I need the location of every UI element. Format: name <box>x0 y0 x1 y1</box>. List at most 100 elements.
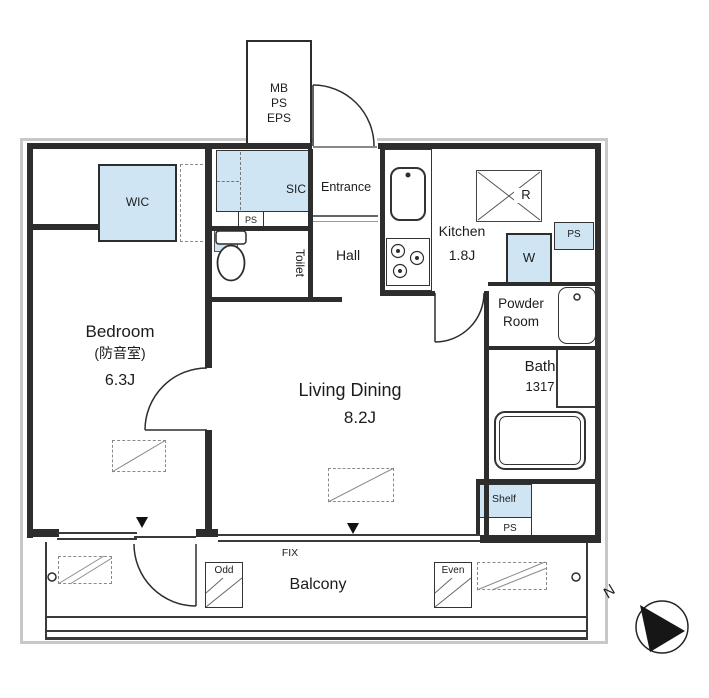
vanity-sink <box>558 287 596 344</box>
kitchen-name: Kitchen <box>438 223 486 239</box>
compass-needle <box>640 605 685 652</box>
wall-segment <box>484 291 489 536</box>
hall-label: Hall <box>335 247 361 263</box>
washer-label: W <box>522 250 536 265</box>
living-size: 8.2J <box>343 408 377 427</box>
compass <box>635 600 689 654</box>
wall-segment <box>27 143 246 149</box>
entrance-door-arc <box>312 84 375 147</box>
wic-box <box>98 164 177 242</box>
bathtub-inner <box>499 416 581 465</box>
hatch-diagonal <box>476 561 546 591</box>
hatch-diagonal <box>57 555 105 585</box>
entrance-label: Entrance <box>320 180 372 194</box>
wall-segment <box>205 430 212 534</box>
bath-size: 1317 <box>525 379 555 394</box>
even-label: Even <box>441 565 465 576</box>
bedroom-name: Bedroom <box>85 322 155 341</box>
balcony-label: Balcony <box>289 576 347 593</box>
wall-segment <box>27 529 59 537</box>
living-window <box>218 534 480 536</box>
sic-shelf-dash <box>217 181 239 182</box>
wall-segment <box>205 149 212 368</box>
toilet-label: Toilet <box>293 248 307 277</box>
even-diagonal <box>434 577 453 594</box>
wall-segment <box>378 143 601 149</box>
shaft-label-eps: EPS <box>266 111 291 125</box>
bedroom-window <box>57 532 137 534</box>
wall-segment <box>380 291 435 296</box>
wall-segment <box>486 346 595 350</box>
shaft-label-ps: PS <box>270 96 287 110</box>
bath-name: Bath <box>524 358 556 375</box>
balcony-hatch-left <box>58 556 112 584</box>
washer-box <box>506 233 552 285</box>
odd-diagonal <box>205 577 224 594</box>
wall-segment <box>27 143 33 538</box>
balcony-railing <box>45 630 588 632</box>
kitchen-size: 1.8J <box>448 247 476 263</box>
placeholder-diagonal <box>327 467 395 503</box>
sic-divider-dash <box>240 152 241 210</box>
toilet-bowl <box>216 244 246 282</box>
entrance-sill <box>313 146 377 148</box>
door-marker-triangle <box>347 523 359 534</box>
wall-segment <box>595 143 601 543</box>
balcony-railing <box>45 637 588 640</box>
balcony-odd-box <box>205 562 243 608</box>
living-window <box>218 540 480 542</box>
fix-label: FIX <box>281 547 299 559</box>
wall-segment <box>476 479 480 536</box>
odd-label: Odd <box>214 565 234 576</box>
balcony-railing <box>45 616 588 618</box>
balcony-drain <box>571 572 581 582</box>
bath-partition-v <box>556 350 558 408</box>
sic-label: SIC <box>285 182 306 196</box>
ps-top-label: PS <box>244 215 257 225</box>
wall-segment <box>212 297 342 302</box>
sink-faucet <box>405 172 411 178</box>
wall-segment <box>476 479 601 484</box>
wall-segment <box>246 143 312 149</box>
fridge-cross <box>477 171 541 221</box>
wic-label: WIC <box>125 195 150 209</box>
placeholder-diagonal <box>111 439 167 473</box>
ps-right-box <box>554 222 594 250</box>
entrance-step <box>313 215 378 217</box>
balcony-even-box <box>434 562 472 608</box>
hatch-diagonal <box>491 567 548 591</box>
bathtub <box>494 411 586 470</box>
balcony-edge-right <box>586 542 588 638</box>
ps-bottom-label: PS <box>503 523 517 534</box>
bath-partition-h <box>556 406 596 408</box>
vanity-faucet <box>573 293 581 301</box>
balcony-drain <box>47 572 57 582</box>
balcony-edge-left <box>45 542 47 638</box>
entrance-doorway-patch <box>313 136 377 146</box>
stove-burners <box>390 243 425 279</box>
balcony-hatch-right <box>477 562 547 590</box>
bedroom-balcony-door-sill <box>134 536 196 538</box>
toilet-tank <box>215 230 247 245</box>
fridge-label: R <box>514 187 538 203</box>
bedroom-placeholder <box>112 440 166 472</box>
ps-right-label: PS <box>567 229 581 240</box>
even-diagonal <box>434 577 472 608</box>
hatch-diagonal <box>69 557 113 585</box>
wall-segment <box>380 149 385 296</box>
entrance-step <box>313 221 378 222</box>
wall-segment <box>27 224 98 230</box>
shelf-label: Shelf <box>492 493 516 505</box>
shaft-label-mb: MB <box>270 81 288 95</box>
bedroom-note: (防音室) <box>94 345 146 361</box>
bedroom-size: 6.3J <box>104 372 136 389</box>
powder-room-label-2: Room <box>502 314 539 329</box>
utility-shaft <box>246 40 312 144</box>
powder-room-label-1: Powder <box>498 296 544 311</box>
bedroom-door-arc <box>144 367 208 431</box>
door-marker-triangle <box>136 517 148 528</box>
living-name: Living Dining <box>298 380 402 400</box>
wall-segment <box>488 282 595 286</box>
